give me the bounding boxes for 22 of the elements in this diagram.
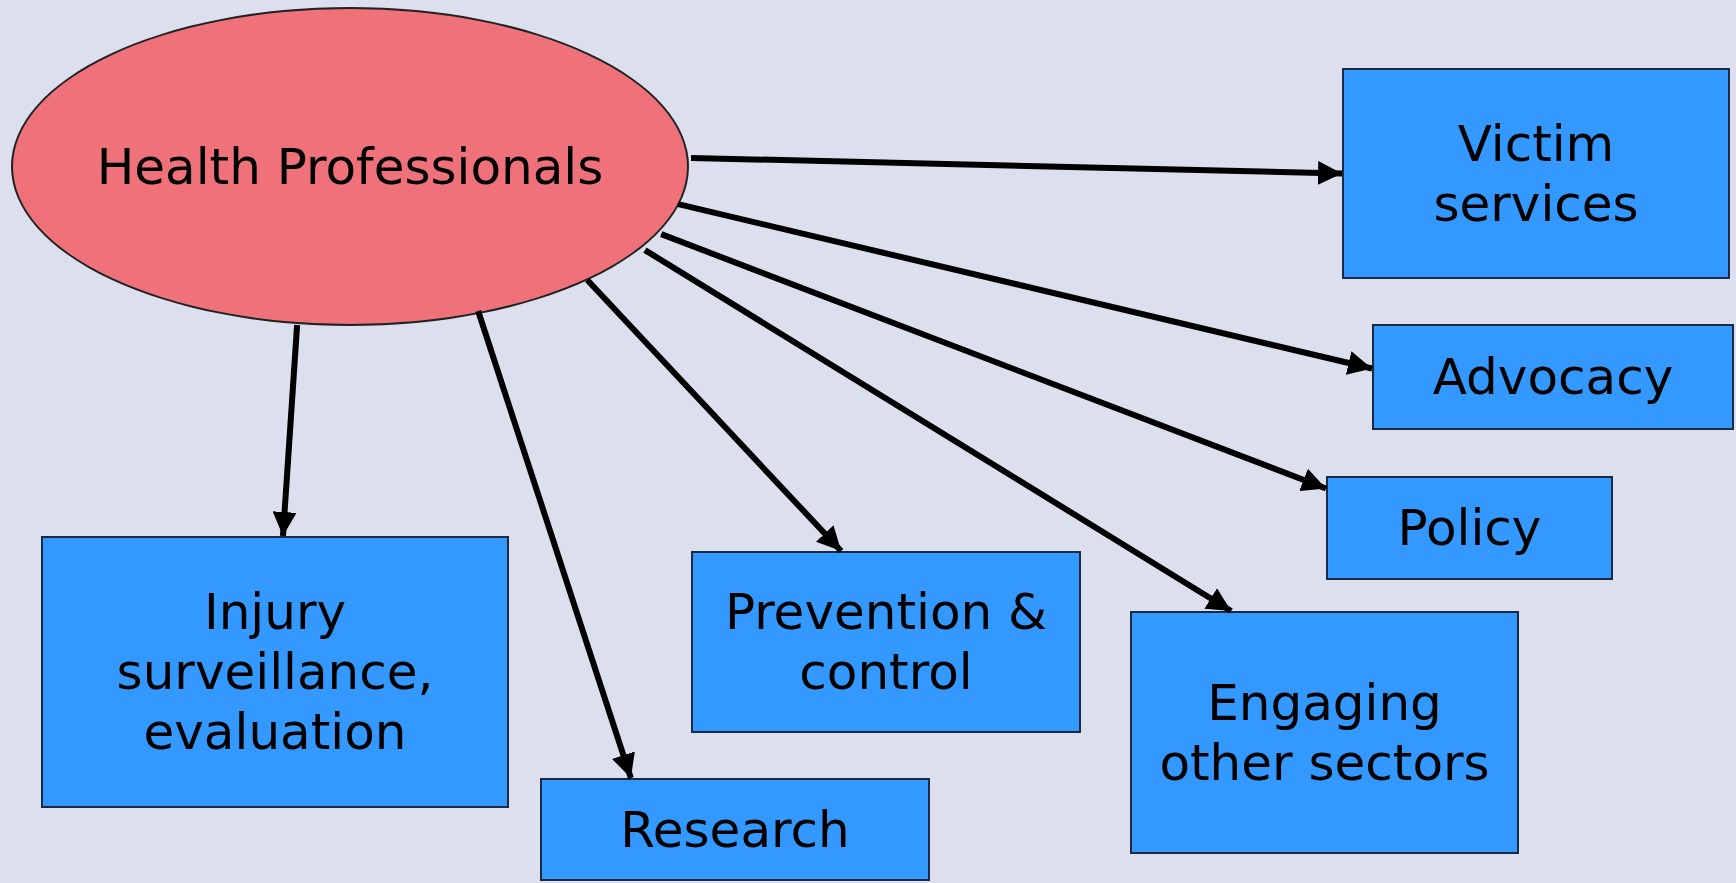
node-label: Advocacy xyxy=(1431,347,1675,407)
activity-box xyxy=(1372,324,1734,430)
activity-box xyxy=(540,778,930,881)
activity-box xyxy=(1130,611,1519,854)
activity-box xyxy=(41,536,509,808)
node-label: Prevention & control xyxy=(723,582,1049,702)
node-label: Victim services xyxy=(1432,113,1640,234)
node-label: Policy xyxy=(1396,498,1543,558)
node-label: Research xyxy=(619,799,851,860)
node-label: Injury surveillance, evaluation xyxy=(115,582,435,762)
activity-box xyxy=(1342,68,1730,279)
activity-box xyxy=(691,551,1081,733)
node-label: Engaging other sectors xyxy=(1158,672,1491,793)
arrow xyxy=(643,247,1233,614)
arrow xyxy=(660,231,1328,492)
arrow xyxy=(475,310,635,779)
arrow xyxy=(677,201,1373,375)
arrow xyxy=(585,278,844,554)
arrow xyxy=(272,324,301,537)
arrow xyxy=(690,154,1343,185)
activity-box xyxy=(1326,476,1613,580)
node-label: Health Professionals xyxy=(95,136,605,197)
